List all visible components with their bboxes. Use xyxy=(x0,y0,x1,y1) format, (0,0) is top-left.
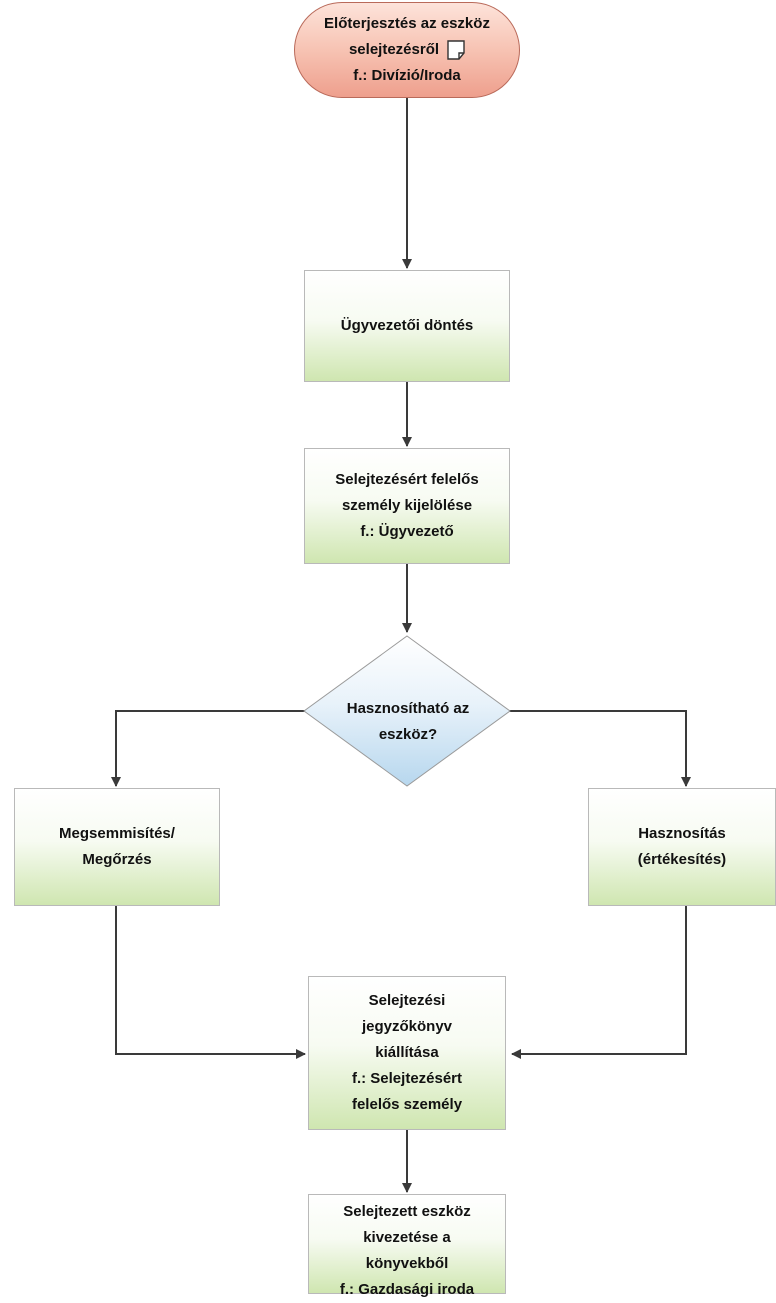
process-writeoff: Selejtezett eszköz kivezetése a könyvekb… xyxy=(308,1194,506,1298)
decision-line-1: Hasznosítható az xyxy=(346,700,470,717)
writeoff-line-4: f.: Gazdasági iroda xyxy=(339,1281,475,1298)
arrow-utilize-to-report xyxy=(511,906,687,1059)
connectors xyxy=(111,98,691,1193)
start-terminator: Előterjesztés az eszköz selejtezésről f.… xyxy=(294,2,520,98)
writeoff-line-1: Selejtezett eszköz xyxy=(343,1203,471,1220)
arrow-destroy-to-report xyxy=(115,906,306,1059)
start-line-1: Előterjesztés az eszköz xyxy=(324,15,490,32)
report-line-4: f.: Selejtezésért xyxy=(351,1070,463,1087)
writeoff-line-2: kivezetése a xyxy=(363,1229,451,1246)
process-decision-maker: Ügyvezetői döntés xyxy=(304,270,510,382)
report-line-2: jegyzőkönyv xyxy=(361,1018,453,1035)
decision-maker-line-1: Ügyvezetői döntés xyxy=(340,317,474,334)
decision-line-2: eszköz? xyxy=(378,726,438,743)
assign-line-1: Selejtezésért felelős xyxy=(335,471,479,488)
document-icon xyxy=(447,40,465,60)
utilize-line-2: (értékesítés) xyxy=(637,851,727,868)
destroy-line-2: Megőrzés xyxy=(82,851,152,868)
report-line-1: Selejtezési xyxy=(368,992,446,1009)
decision-diamond xyxy=(303,635,511,787)
process-assign-responsible: Selejtezésért felelős személy kijelölése… xyxy=(304,448,510,564)
arrow-decision-to-destroy xyxy=(111,710,306,787)
start-line-3: f.: Divízió/Iroda xyxy=(353,67,461,84)
utilize-line-1: Hasznosítás xyxy=(638,825,726,842)
report-line-3: kiállítása xyxy=(375,1044,439,1061)
start-line-2: selejtezésről xyxy=(348,41,440,58)
report-line-5: felelős személy xyxy=(351,1096,463,1113)
assign-line-2: személy kijelölése xyxy=(341,497,473,514)
process-report: Selejtezési jegyzőkönyv kiállítása f.: S… xyxy=(308,976,506,1130)
process-destroy: Megsemmisítés/ Megőrzés xyxy=(14,788,220,906)
writeoff-line-3: könyvekből xyxy=(365,1255,449,1272)
process-utilize: Hasznosítás (értékesítés) xyxy=(588,788,776,906)
decision-label: Hasznosítható az eszköz? xyxy=(300,696,516,748)
assign-line-3: f.: Ügyvezető xyxy=(360,523,454,540)
destroy-line-1: Megsemmisítés/ xyxy=(59,825,175,842)
arrow-decision-to-utilize xyxy=(508,710,691,787)
